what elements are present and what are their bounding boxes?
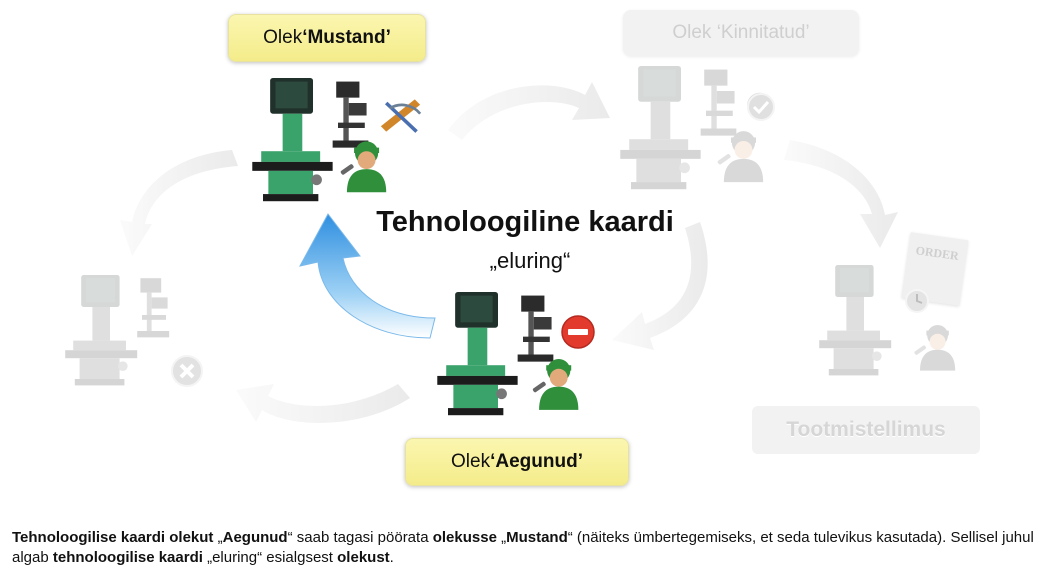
state-approved-callout: Olek ‘Kinnitatud’ [623, 10, 859, 56]
state-draft-name: ‘Mustand’ [302, 27, 391, 48]
caption-part: “ saab tagasi pöörata [287, 529, 433, 546]
cancel-icon [171, 355, 203, 387]
drill-press-icon [332, 81, 369, 148]
state-obsolete-callout: Olek ‘Aegunud’ [405, 438, 629, 486]
state-draft-callout: Olek ‘Mustand’ [228, 14, 426, 62]
worker-icon [532, 358, 579, 410]
caption-part: „ [496, 529, 507, 546]
milling-machine-icon [252, 78, 333, 202]
milling-machine-icon [65, 275, 138, 386]
drill-press-icon [517, 295, 554, 362]
state-obsolete-name: ‘Aegunud’ [490, 451, 583, 472]
clock-icon [905, 289, 929, 313]
worker-icon [340, 141, 387, 193]
arrow-obsolete-to-draft [299, 213, 436, 339]
arrow-draft-to-archived [120, 150, 238, 256]
worker-icon [716, 131, 764, 183]
arrow-approved-to-obsolete [612, 222, 708, 350]
milling-machine-icon [620, 66, 701, 190]
caption-part: Mustand [506, 529, 568, 546]
state-obsolete-prefix: Olek [451, 451, 491, 472]
machine-group-draft [252, 78, 422, 202]
diagram-title: Tehnoloogiline kaardi [376, 206, 674, 238]
caption-part: olekust [337, 549, 390, 566]
production-order-label: Tootmistellimus [752, 406, 980, 454]
diagram-subtitle: „eluring“ [489, 248, 571, 273]
order-document-text: ORDER [914, 243, 960, 264]
arrow-obsolete-to-archived [236, 384, 410, 423]
caption-text: Tehnoloogilise kaardi olekut „Aegunud“ s… [12, 528, 1042, 568]
arrow-approved-to-order [784, 140, 898, 248]
arrow-draft-to-approved [448, 82, 610, 140]
stop-icon [561, 315, 595, 349]
machine-group-obsolete [437, 292, 579, 416]
machine-group-approved [620, 66, 773, 190]
drill-press-icon [137, 278, 170, 338]
caption-part: Tehnoloogilise kaardi olekut [12, 529, 214, 546]
drill-press-icon [700, 69, 737, 136]
caption-part: tehnoloogilise kaardi [52, 549, 203, 566]
state-approved-label: Olek ‘Kinnitatud’ [672, 22, 810, 43]
caption-part: . [389, 549, 394, 566]
caption-part: “ (näiteks ümbertegemiseks, et seda tule… [12, 529, 1034, 566]
milling-machine-icon [437, 292, 518, 416]
caption-part: „eluring“ esialgsest [202, 549, 338, 566]
milling-machine-icon [819, 265, 892, 376]
drafting-tools-icon [380, 99, 422, 133]
state-draft-prefix: Olek [263, 27, 303, 48]
caption-part: Aegunud [222, 529, 288, 546]
caption-part: olekusse [432, 529, 497, 546]
caption-part: „ [213, 529, 223, 546]
worker-icon [913, 325, 956, 371]
checkmark-icon [747, 93, 775, 121]
